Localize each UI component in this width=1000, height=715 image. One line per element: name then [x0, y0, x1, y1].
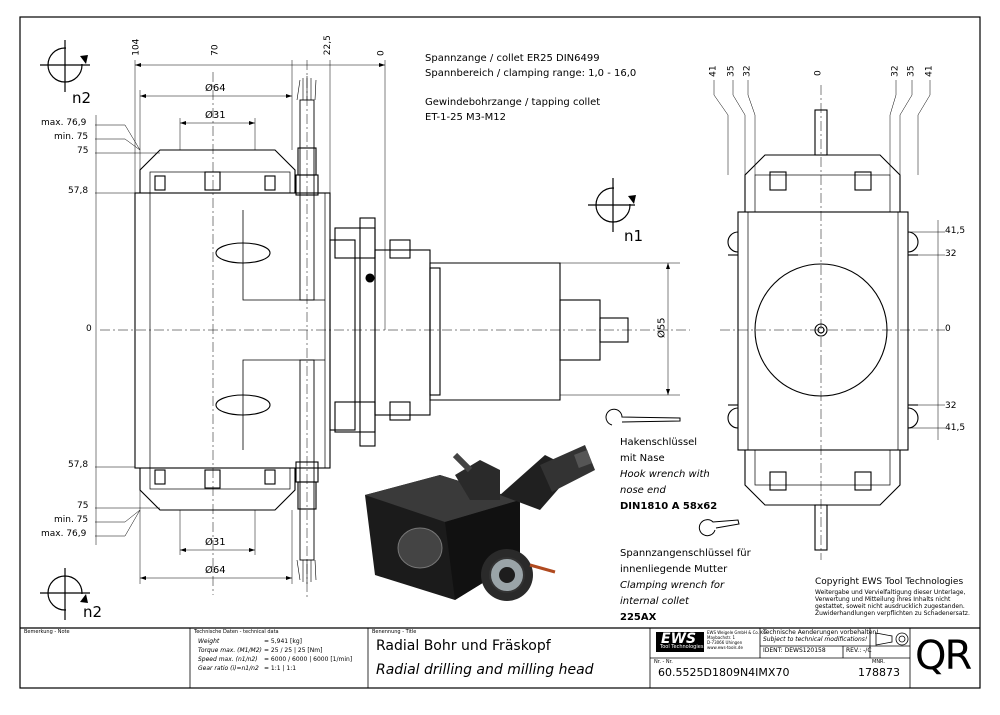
right-dimension-lines — [713, 80, 945, 440]
dim-35-right: 35 — [906, 65, 917, 77]
copyright-line2: Verwertung und Mitteilung ihres Inhalts … — [815, 596, 951, 603]
dim-dia64-top: Ø64 — [205, 83, 226, 94]
tb-title-en: Radial drilling and milling head — [376, 662, 594, 678]
dim-22-5: 22,5 — [322, 35, 333, 56]
label-n2-bottom: n2 — [83, 603, 103, 621]
dim-min-75-top: min. 75 — [54, 132, 89, 142]
clamp-wrench-code: 225AX — [620, 612, 657, 623]
dim-57-8-top: 57,8 — [68, 186, 89, 196]
tb-title-label: Benennung - Title — [372, 629, 417, 635]
tb-ident: IDENT: DEWS120158 — [763, 647, 826, 654]
dim-75-top: 75 — [77, 146, 89, 156]
dim-41-right: 41 — [924, 65, 935, 77]
product-3d-render — [365, 445, 595, 601]
tb-mnr-label: MNR. — [872, 659, 885, 665]
hook-wrench-de1: Hakenschlüssel — [620, 437, 698, 448]
tb-tech-label: Technische Daten - technical data — [194, 629, 279, 635]
tb-mnr: 178873 — [858, 666, 900, 679]
dim-dia55: Ø55 — [656, 317, 668, 339]
tb-part-number: 60.5525D1809N4IMX70 — [658, 666, 790, 679]
dim-0-right: 0 — [945, 324, 951, 334]
tb-qr-code-label: QR — [915, 633, 972, 679]
tb-change-en: Subject to technical modifications! — [763, 636, 868, 643]
copyright-title: Copyright EWS Tool Technologies — [815, 577, 964, 587]
left-centerlines — [100, 60, 690, 600]
dim-41-5-bottom: 41,5 — [945, 423, 966, 433]
right-centerlines — [720, 85, 945, 560]
left-dimension-lines — [95, 60, 680, 584]
spec-tapping-collet: Gewindebohrzange / tapping collet — [425, 97, 601, 108]
tb-torque-key: Torque max. (M1/M2) — [198, 647, 262, 654]
dim-104: 104 — [131, 38, 142, 56]
spec-tapping-size: ET-1-25 M3-M12 — [425, 112, 506, 123]
dim-70: 70 — [210, 44, 221, 56]
tb-title-de: Radial Bohr und Fräskopf — [376, 638, 551, 654]
copyright-line4: Zuwiderhandlungen verpflichten zu Schade… — [815, 610, 970, 617]
dim-0-right-top: 0 — [813, 70, 824, 77]
dim-dia31-bottom: Ø31 — [205, 537, 226, 548]
dim-75-bottom: 75 — [77, 501, 89, 511]
tb-remark-label: Bemerkung - Note — [24, 629, 70, 635]
ews-logo-sub: Tool Technologies — [660, 644, 704, 650]
spec-collet: Spannzange / collet ER25 DIN6499 — [425, 53, 600, 64]
hook-wrench-de2: mit Nase — [620, 453, 665, 464]
dim-max-76-9-top: max. 76,9 — [41, 118, 87, 128]
dim-32-left: 32 — [742, 65, 753, 77]
dim-dia31-top: Ø31 — [205, 110, 226, 121]
company-line1: EWS Weigele GmbH & Co. KG — [707, 630, 767, 635]
dim-0-left: 0 — [86, 324, 92, 334]
projection-symbol — [875, 632, 909, 646]
tb-change-de: Technische Aenderungen vorbehalten! — [763, 629, 879, 636]
dim-41-5-top: 41,5 — [945, 226, 966, 236]
rotation-arrows — [80, 55, 636, 603]
company-line2: Maybachstr. 1 — [707, 635, 736, 640]
wrench-icons — [605, 408, 740, 537]
dim-arrows-left — [135, 63, 670, 580]
spec-clamping-range: Spannbereich / clamping range: 1,0 - 16,… — [425, 68, 637, 79]
tb-torque-val: = 25 / 25 | 25 [Nm] — [264, 647, 323, 654]
dim-dia64-bottom: Ø64 — [205, 565, 226, 576]
clamp-wrench-de1: Spannzangenschlüssel für — [620, 548, 751, 559]
tb-ratio-key: Gear ratio (i)=n1/n2 — [198, 665, 259, 672]
label-n2-top: n2 — [72, 89, 92, 107]
company-line4: www.ews-tools.de — [707, 645, 743, 650]
tb-rev: REV.: -/C — [846, 647, 872, 654]
dim-32-top: 32 — [945, 249, 957, 259]
clamp-wrench-de2: innenliegende Mutter — [620, 564, 728, 575]
clamp-wrench-en1: Clamping wrench for — [620, 580, 725, 591]
copyright-line3: gestattet, soweit nicht ausdrucklich zug… — [815, 603, 965, 610]
rotation-gaps — [66, 47, 634, 611]
label-n1: n1 — [624, 227, 644, 245]
ews-logo: EWS — [661, 631, 697, 647]
clamp-wrench-en2: internal collet — [620, 596, 689, 607]
hook-wrench-standard: DIN1810 A 58x62 — [620, 501, 718, 512]
copyright-line1: Weitergabe und Vervielfaltigung dieser U… — [815, 589, 966, 596]
sheet-border — [19, 16, 981, 689]
dim-32-right: 32 — [890, 65, 901, 77]
hook-wrench-en2: nose end — [620, 485, 666, 496]
dim-32-bottom: 32 — [945, 401, 957, 411]
dim-min-75-bottom: min. 75 — [54, 515, 89, 525]
company-line3: D-73066 Uhingen — [707, 640, 743, 645]
dim-max-76-9-bottom: max. 76,9 — [41, 529, 87, 539]
dim-41-left: 41 — [708, 65, 719, 77]
titleblock-grid — [189, 628, 911, 688]
hook-wrench-en1: Hook wrench with — [620, 469, 710, 480]
ews-logo-box — [656, 632, 704, 652]
dim-57-8-bottom: 57,8 — [68, 460, 89, 470]
tb-speed-val: = 6000 / 6000 | 6000 [1/min] — [264, 656, 353, 663]
tb-speed-key: Speed max. (n1/n2) — [198, 656, 258, 663]
dim-35-left: 35 — [726, 65, 737, 77]
tb-ratio-val: = 1:1 | 1:1 — [264, 665, 297, 672]
dim-0-top: 0 — [376, 50, 387, 57]
tb-weight-key: Weight — [198, 638, 220, 645]
rotation-symbols — [40, 40, 635, 620]
tb-weight-val: = 5,941 [kg] — [264, 638, 302, 645]
tb-nr-label: Nr. - Nr. — [654, 659, 673, 665]
